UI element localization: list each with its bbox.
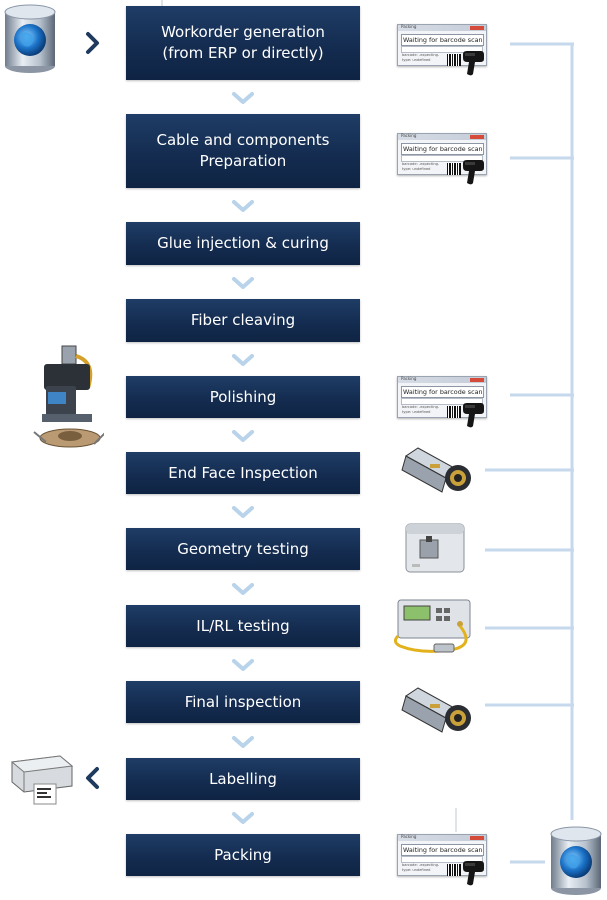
arrow-right-icon xyxy=(86,32,99,54)
scan-window-message: Waiting for barcode scan xyxy=(401,844,484,856)
scan-window-message: Waiting for barcode scan xyxy=(401,143,484,155)
barcode-scan-window: Packing Waiting for barcode scan barcode… xyxy=(397,24,487,76)
scan-window-input xyxy=(401,155,483,162)
scan-window-barcode-line: barcode: -expecting- xyxy=(402,162,440,166)
scan-window-title: Packing xyxy=(401,376,417,381)
il-rl-test-meter-icon xyxy=(393,599,471,653)
polishing-machine-icon xyxy=(33,345,104,448)
database-icon xyxy=(550,826,602,895)
arrow-left-icon xyxy=(86,767,99,789)
step-glue-injection: Glue injection & curing xyxy=(126,222,360,265)
step-packing: Packing xyxy=(126,834,360,876)
step-labelling: Labelling xyxy=(126,758,360,800)
step-end-face-inspection: End Face Inspection xyxy=(126,452,360,494)
step-label: Cable and components Preparation xyxy=(156,131,330,170)
barcode-scanner-icon xyxy=(463,160,484,185)
chevron-down-icon xyxy=(232,430,254,442)
barcode-icon xyxy=(447,406,461,418)
barcode-scan-window: Packing Waiting for barcode scan barcode… xyxy=(397,133,487,185)
barcode-icon xyxy=(447,163,461,175)
chevron-down-icon xyxy=(232,812,254,824)
inspection-probe-icon xyxy=(401,687,471,733)
chevron-down-icon xyxy=(232,277,254,289)
scan-window-barcode-line: barcode: -expecting- xyxy=(402,405,440,409)
step-label: Polishing xyxy=(209,387,277,406)
step-geometry-testing: Geometry testing xyxy=(126,528,360,570)
chevron-down-icon xyxy=(232,354,254,366)
scan-window-barcode-line: barcode: -expecting- xyxy=(402,863,440,867)
step-workorder-generation: Workorder generation (from ERP or direct… xyxy=(126,6,360,80)
chevron-down-icon xyxy=(232,200,254,212)
database-icon xyxy=(4,4,56,73)
step-label: IL/RL testing xyxy=(196,616,290,635)
step-label: Labelling xyxy=(209,769,277,788)
barcode-scanner-icon xyxy=(463,51,484,76)
step-label: Packing xyxy=(214,845,272,864)
step-ilrl-testing: IL/RL testing xyxy=(126,605,360,647)
step-label: End Face Inspection xyxy=(168,463,318,482)
scan-window-title: Packing xyxy=(401,133,417,138)
scan-window-barcode-line: barcode: -expecting- xyxy=(402,53,440,57)
scan-window-input xyxy=(401,46,483,53)
chevron-down-icon xyxy=(232,736,254,748)
barcode-scanner-icon xyxy=(463,403,484,428)
chevron-down-icon xyxy=(232,583,254,595)
step-label: Geometry testing xyxy=(177,539,309,558)
chevron-down-icon xyxy=(232,659,254,671)
scan-window-message: Waiting for barcode scan xyxy=(401,34,484,46)
scan-window-message: Waiting for barcode scan xyxy=(401,386,484,398)
label-printer-icon xyxy=(10,755,74,805)
step-cable-preparation: Cable and components Preparation xyxy=(126,114,360,188)
scan-window-type-line: type: undefined xyxy=(402,167,431,171)
barcode-scan-window: Packing Waiting for barcode scan barcode… xyxy=(397,834,487,886)
chevron-down-icon xyxy=(232,506,254,518)
barcode-scanner-icon xyxy=(463,861,484,886)
scan-window-input xyxy=(401,856,483,863)
step-label: Workorder generation (from ERP or direct… xyxy=(161,23,325,62)
barcode-icon xyxy=(447,864,461,876)
step-final-inspection: Final inspection xyxy=(126,681,360,723)
barcode-scan-window: Packing Waiting for barcode scan barcode… xyxy=(397,376,487,428)
inspection-probe-icon xyxy=(401,447,471,493)
scan-window-type-line: type: undefined xyxy=(402,868,431,872)
scan-window-title: Packing xyxy=(401,24,417,29)
barcode-icon xyxy=(447,54,461,66)
scan-window-title: Packing xyxy=(401,834,417,839)
step-label: Fiber cleaving xyxy=(190,311,296,329)
interferometer-icon xyxy=(405,523,465,573)
scan-window-type-line: type: undefined xyxy=(402,58,431,62)
scan-window-input xyxy=(401,398,483,405)
scan-window-type-line: type: undefined xyxy=(402,410,431,414)
step-fiber-cleaving: Fiber cleaving xyxy=(126,299,360,342)
step-label: Final inspection xyxy=(184,692,302,711)
step-label: Glue injection & curing xyxy=(157,234,329,252)
chevron-down-icon xyxy=(232,92,254,104)
step-polishing: Polishing xyxy=(126,376,360,418)
